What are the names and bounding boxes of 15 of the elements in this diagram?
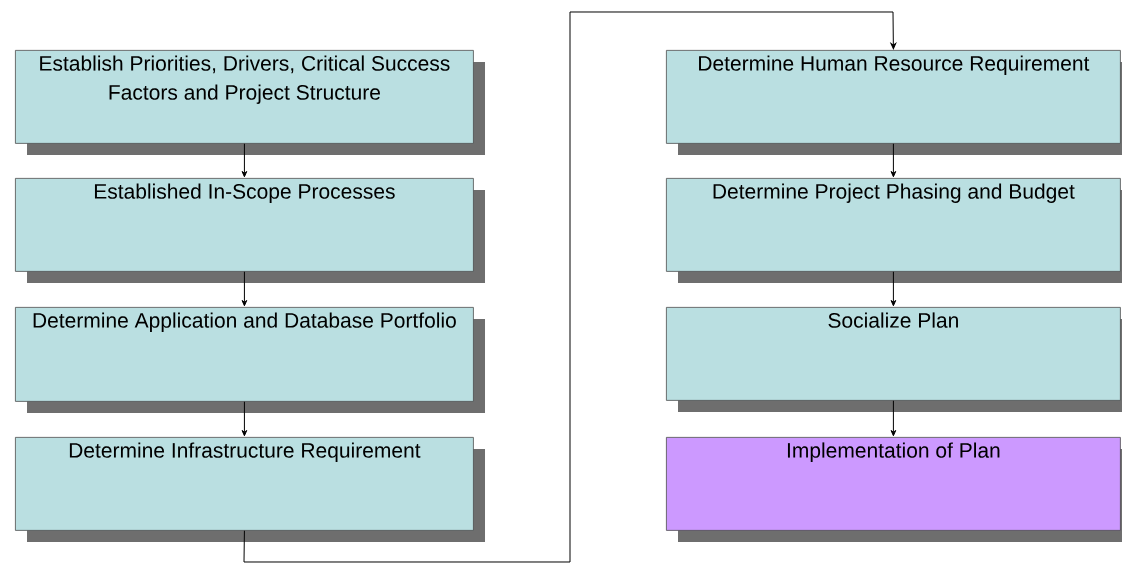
process-box: Establish Priorities, Drivers, Critical Success Factors and Project Structure (15, 50, 485, 155)
process-box: Determine Application and Database Portfolio (15, 307, 485, 413)
process-box: Socialize Plan (666, 307, 1122, 412)
process-box: Implementation of Plan (666, 437, 1122, 542)
process-box: Determine Human Resource Requirement (666, 50, 1122, 155)
arrow (241, 143, 248, 178)
arrow (241, 271, 248, 307)
process-box: Determine Infrastructure Requirement (15, 437, 485, 542)
arrow (890, 400, 897, 437)
arrow (890, 271, 897, 307)
process-box: Established In-Scope Processes (15, 178, 485, 283)
arrow (241, 401, 248, 437)
process-box: Determine Project Phasing and Budget (666, 178, 1122, 283)
arrow (890, 143, 897, 178)
arrow (243, 11, 897, 563)
